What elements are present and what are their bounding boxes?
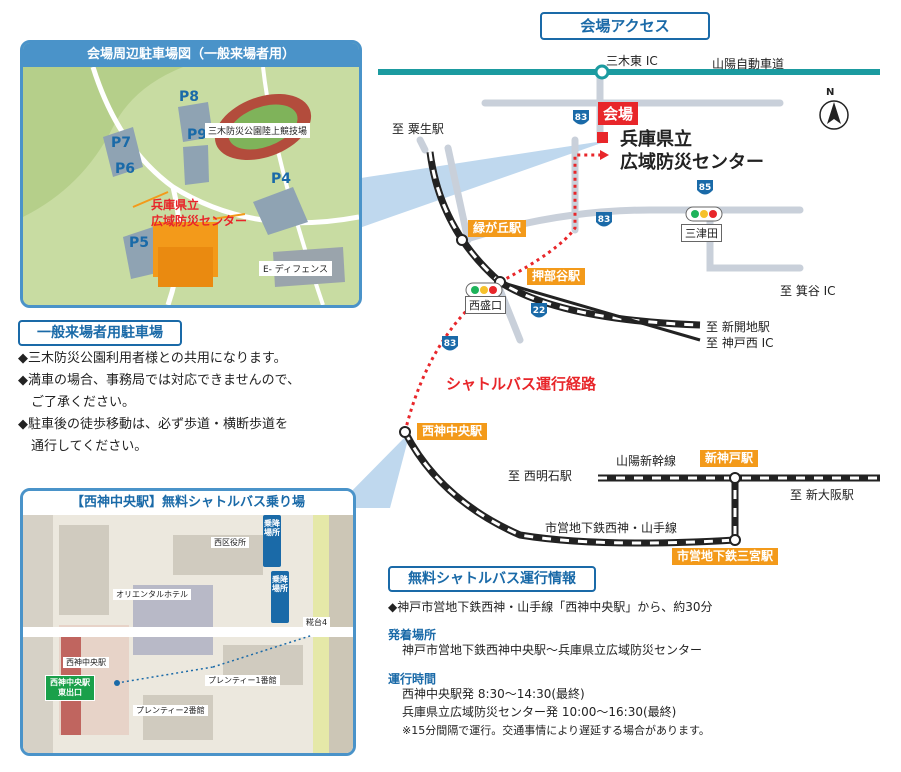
tsugadai-label: 糀台4 [303,617,331,628]
kobe-nishi-ic-label: 至 神戸西 IC [706,336,774,350]
schedule-heading: 運行時間 [388,672,437,686]
schedule-line-1: 西神中央駅発 8:30～14:30(最終) [402,687,585,701]
parking-map-panel: 会場周辺駐車場図（一般来場者用） P8 P7 P9 P6 P4 P5 三木防災公… [20,40,362,308]
parking-center-label: 兵庫県立 広域防災センター [151,198,248,228]
nishisakaguchi-label: 西盛口 [465,296,506,314]
schedule-line-2: 兵庫県立広域防災センター発 10:00～16:30(最終) [402,705,677,719]
east-exit-label: 西神中央駅 東出口 [45,675,95,701]
plenty2-label: プレンティー2番館 [133,705,208,716]
svg-text:83: 83 [444,339,457,349]
traffic-light-mitsuda-icon [685,206,723,222]
parking-p7-label: P7 [111,135,132,151]
plenty1-label: プレンティー1番館 [205,675,280,686]
venue-name-line2: 広域防災センター [620,152,764,173]
nishi-akashi-label: 至 西明石駅 [508,469,572,483]
venue-tag: 会場 [598,102,639,125]
route-83-shield-south: 83 [442,336,458,351]
miki-east-ic-marker [594,64,610,80]
minoya-ic-label: 至 箕谷 IC [780,284,836,298]
access-title: 会場アクセス [540,12,710,40]
parking-map-title: 会場周辺駐車場図（一般来場者用） [23,43,359,67]
route-83-shield-east: 83 [596,212,612,227]
awao-station-label: 至 粟生駅 [392,122,444,136]
bus-stop-1-label: 乗降場所 [264,519,280,537]
shuttle-route-line [403,153,600,433]
traffic-light-nishisakaguchi-icon [465,282,503,298]
route-22-shield: 22 [531,303,547,318]
east-exit-line1: 西神中央駅 [50,678,90,687]
midorigaoka-station-marker [456,234,468,246]
sannomiya-station-marker [729,534,741,546]
station-map-graphic [23,515,353,753]
railway-subway-dash [403,431,737,545]
road-kobe-nishi [499,280,701,342]
midorigaoka-station-label: 緑が丘駅 [468,220,527,237]
e-defense-label: E- ディフェンス [259,261,332,276]
station-map-panel: 【西神中央駅】無料シャトルバス乗り場 西区役所 オリエンタルホテル 乗降場所 乗… [20,488,356,756]
oriental-hotel-label: オリエンタルホテル [113,589,191,600]
bus-stop-2-label: 乗降場所 [272,575,288,593]
oshibedani-station-label: 押部谷駅 [527,268,586,285]
sanyo-shinkansen-label: 山陽新幹線 [616,454,677,468]
svg-text:85: 85 [699,183,712,193]
seishin-chuo-station-marker [399,426,411,438]
parking-info-list: ◆三木防災公園利用者様との共用になります。 ◆満車の場合、事務局では対応できませ… [18,348,300,458]
station-map-title: 【西神中央駅】無料シャトルバス乗り場 [23,491,353,515]
parking-info-item: 通行してください。 [18,439,148,454]
compass-n-label: N [826,87,835,98]
schedule-note: ※15分間隔で運行。交通事情により遅延する場合があります。 [402,724,710,737]
shin-osaka-label: 至 新大阪駅 [790,488,854,502]
parking-info-item: ◆満車の場合、事務局では対応できませんので、 [18,373,301,388]
departure-body: 神戸市営地下鉄西神中央駅～兵庫県立広域防災センター [402,643,703,657]
shuttle-summary: ◆神戸市営地下鉄西神・山手線「西神中央駅」から、約30分 [388,600,713,614]
mitsuda-label: 三津田 [681,224,722,242]
parking-info-item: ◆駐車後の徒歩移動は、必ず歩道・横断歩道を [18,417,288,432]
seishin-chuo-station-label: 西神中央駅 [417,423,488,440]
route-83-shield-north: 83 [573,110,589,125]
road-west [444,144,472,244]
parking-p8-label: P8 [179,89,200,105]
station-callout-connector [335,432,410,508]
parking-p4-label: P4 [271,171,292,187]
stadium-label: 三木防災公園陸上競技場 [205,123,311,138]
shin-kobe-station-label: 新神戸駅 [700,450,759,467]
shin-kobe-station-marker [729,472,741,484]
shuttle-info-title: 無料シャトルバス運行情報 [388,566,596,592]
shuttle-arrowhead [600,150,609,160]
departure-heading: 発着場所 [388,628,437,642]
parking-p9-label: P9 [187,127,208,143]
shuttle-route-label: シャトルバス運行経路 [446,375,597,393]
svg-text:83: 83 [598,215,611,225]
parking-info-title: 一般来場者用駐車場 [18,320,182,346]
parking-p5-label: P5 [129,235,150,251]
road-85 [706,206,804,272]
compass-icon [819,100,849,130]
miki-east-ic-label: 三木東 IC [606,54,658,68]
venue-marker [597,132,608,143]
east-exit-line2: 東出口 [58,688,82,697]
venue-name-line1: 兵庫県立 [620,129,692,150]
shinkaichi-label: 至 新開地駅 [706,320,770,334]
ward-office-label: 西区役所 [211,537,249,548]
subway-line-label: 市営地下鉄西神・山手線 [545,521,678,535]
parking-callout-connector [348,140,610,232]
route-85-shield: 85 [697,180,713,195]
parking-info-item: ご了承ください。 [18,395,136,410]
svg-text:22: 22 [533,306,546,316]
sannomiya-station-label: 市営地下鉄三宮駅 [672,548,779,565]
svg-text:83: 83 [575,113,588,123]
station-name-label: 西神中央駅 [63,657,109,668]
parking-info-item: ◆三木防災公園利用者様との共用になります。 [18,351,287,366]
road-awao [416,136,429,154]
parking-p6-label: P6 [115,161,136,177]
venue-name: 兵庫県立 広域防災センター [620,128,764,174]
expressway-label: 山陽自動車道 [712,57,785,71]
